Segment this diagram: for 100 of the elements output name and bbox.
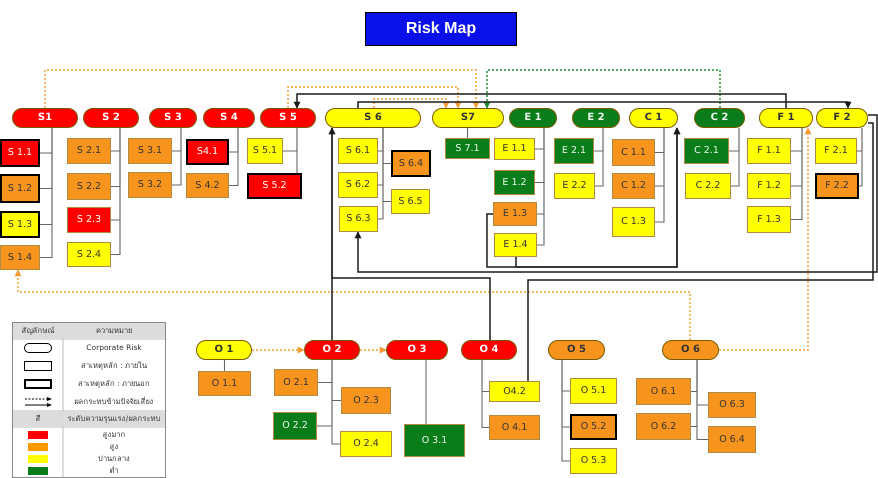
connector-line: [296, 128, 298, 173]
corporate-risk-pill: O 3: [386, 340, 448, 360]
internal-cause-box: S 6.5: [391, 189, 430, 214]
internal-cause-box: E 1.4: [494, 233, 537, 257]
internal-cause-box: F 2.1: [815, 138, 857, 164]
internal-cause-box: E 2.1: [554, 138, 594, 164]
external-cause-box: O 5.2: [570, 414, 617, 440]
external-cause-box: S 1.3: [0, 211, 40, 238]
internal-cause-box: S 2.1: [67, 138, 111, 164]
external-cause-box: S 6.4: [391, 150, 431, 177]
corporate-risk-pill: F 2: [816, 108, 868, 128]
internal-cause-box: S 6.3: [339, 206, 378, 232]
connector-line: [224, 360, 226, 371]
connector-line: [481, 360, 489, 428]
internal-cause-box: C 1.3: [612, 207, 655, 237]
internal-cause-box: E 2.2: [554, 173, 595, 199]
internal-cause-box: F 1.1: [747, 138, 791, 164]
dotted-arrow: [252, 346, 305, 354]
external-cause-box: S 1.1: [0, 139, 40, 167]
connector-line: [527, 122, 874, 381]
internal-cause-box: O 4.1: [489, 415, 540, 440]
connector-line: [595, 128, 604, 187]
internal-cause-box: O 6.2: [636, 413, 691, 440]
internal-cause-box: O 2.1: [274, 369, 318, 396]
dotted-arrow: [360, 346, 387, 354]
corporate-risk-pill: S 4: [203, 108, 255, 128]
dotted-arrow: [44, 69, 480, 109]
internal-cause-box: S 1.4: [0, 245, 40, 270]
internal-cause-box: O 5.3: [570, 448, 617, 474]
corporate-risk-pill: S 3: [149, 108, 197, 128]
connector-line: [229, 128, 239, 186]
internal-cause-box: F 1.2: [747, 173, 791, 199]
connector-line: [731, 128, 740, 187]
dotted-arrow: [14, 269, 691, 340]
internal-cause-box: C 1.2: [612, 173, 655, 199]
corporate-risk-pill: F 1: [759, 108, 813, 128]
internal-cause-box: E 1.3: [493, 202, 537, 226]
external-cause-box: S 1.2: [0, 174, 40, 203]
corporate-risk-pill: S1: [12, 108, 78, 128]
connector-line: [40, 128, 53, 258]
internal-cause-box: O 6.4: [708, 426, 756, 453]
external-cause-box: F 2.2: [815, 173, 859, 199]
internal-cause-box: S 2.4: [67, 242, 111, 267]
corporate-risk-pill: S 6: [325, 108, 421, 128]
internal-cause-box: S 5.1: [247, 138, 283, 164]
corporate-risk-pill: S 2: [83, 108, 139, 128]
corporate-risk-pill: C 1: [629, 108, 678, 128]
internal-cause-box: O 1.1: [198, 371, 251, 396]
connector-line: [859, 128, 863, 187]
internal-cause-box: O 2.4: [340, 431, 392, 457]
internal-cause-box: O4.2: [489, 381, 540, 402]
corporate-risk-pill: O 1: [196, 340, 252, 360]
internal-cause-box: O 6.3: [708, 392, 756, 418]
corporate-risk-pill: O 2: [304, 340, 360, 360]
internal-cause-box: S 6.2: [338, 172, 378, 198]
external-cause-box: S 5.2: [247, 173, 302, 199]
arrow: [357, 101, 852, 109]
internal-cause-box: E 1.2: [494, 170, 535, 195]
internal-cause-box: O 6.1: [636, 378, 691, 405]
dotted-arrow: [373, 98, 450, 109]
corporate-risk-pill: E 2: [572, 108, 620, 128]
internal-cause-box: O 5.1: [570, 378, 617, 404]
internal-cause-box: C 2.1: [684, 138, 729, 164]
internal-cause-box: S 7.1: [445, 138, 490, 159]
arrow: [328, 127, 491, 340]
connector-line: [791, 128, 803, 220]
external-cause-box: S4.1: [186, 139, 229, 165]
internal-cause-box: O 3.1: [404, 424, 465, 457]
arrow: [354, 114, 878, 273]
internal-cause-box: O 2.2: [273, 412, 317, 440]
internal-cause-box: S 3.2: [128, 172, 172, 198]
corporate-risk-pill: C 2: [694, 108, 745, 128]
connector-line: [561, 360, 570, 462]
dotted-arrow: [484, 69, 721, 109]
title-banner: Risk Map: [365, 12, 517, 46]
corporate-risk-pill: O 5: [548, 340, 605, 360]
internal-cause-box: S 2.3: [67, 207, 111, 233]
connector-line: [425, 360, 427, 424]
connector-line: [696, 360, 708, 440]
connector-line: [537, 128, 545, 246]
connector-line: [111, 128, 121, 256]
internal-cause-box: C 2.2: [685, 173, 731, 199]
internal-cause-box: S 6.1: [338, 138, 378, 164]
connector-line: [655, 128, 665, 223]
internal-cause-box: E 1.1: [494, 138, 535, 160]
connector-line: [466, 128, 468, 138]
internal-cause-box: C 1.1: [612, 139, 655, 166]
corporate-risk-pill: S 5: [260, 108, 316, 128]
internal-cause-box: S 4.2: [186, 173, 229, 198]
connector-line: [378, 128, 384, 220]
corporate-risk-pill: O 4: [461, 340, 517, 360]
connector-line: [172, 128, 182, 186]
connector-line: [331, 360, 340, 445]
internal-cause-box: S 3.1: [128, 138, 172, 164]
dotted-arrow: [287, 86, 462, 109]
corporate-risk-pill: S7: [432, 108, 504, 128]
dotted-arrow: [719, 127, 812, 351]
internal-cause-box: O 2.3: [341, 387, 391, 414]
internal-cause-box: F 1.3: [747, 206, 791, 233]
arrow: [294, 93, 787, 109]
